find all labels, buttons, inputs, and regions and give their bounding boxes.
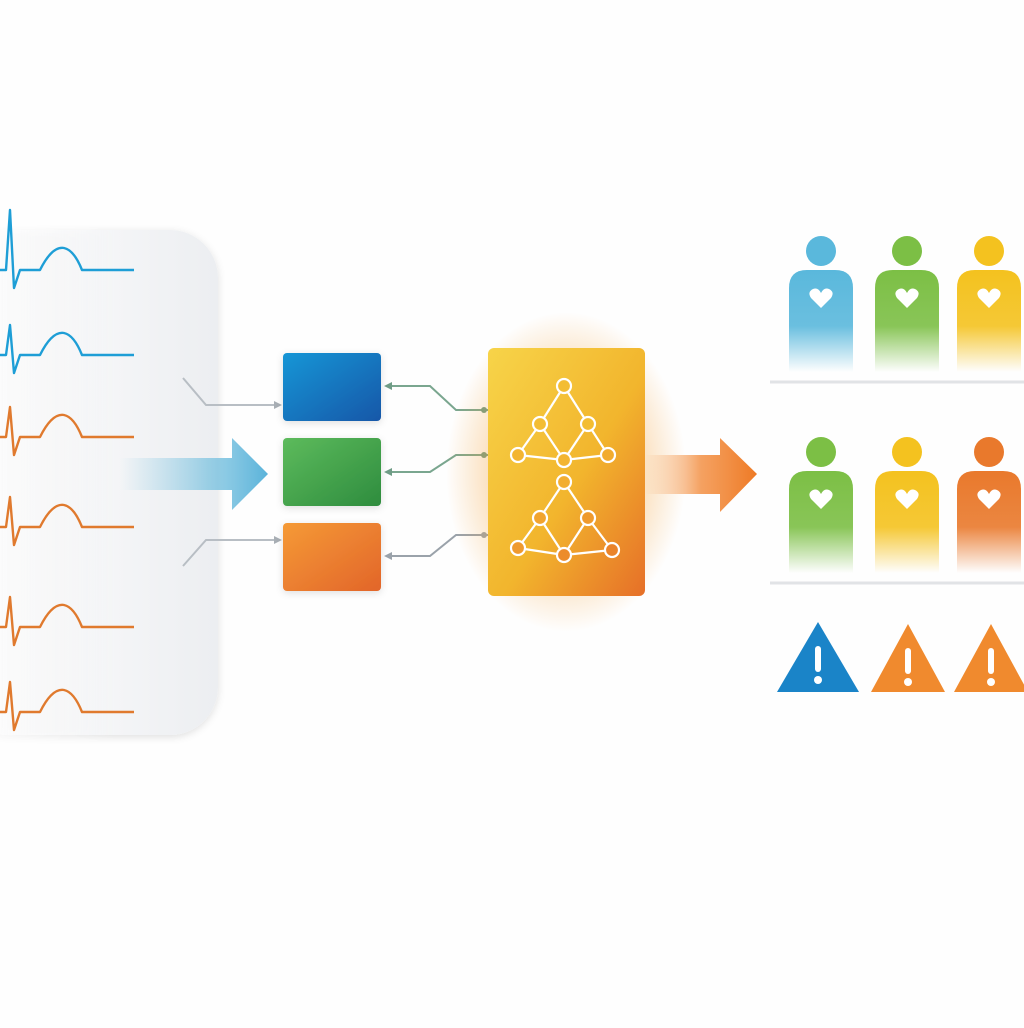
feature-block-2 xyxy=(283,438,381,506)
warning-icon xyxy=(777,622,859,692)
ecg-signals xyxy=(0,208,134,732)
heart-icon xyxy=(977,288,1001,308)
connector-p2-head xyxy=(384,468,392,476)
connector-p3-head xyxy=(384,552,392,560)
connector-3-head xyxy=(274,536,282,544)
heart-icon xyxy=(895,489,919,509)
patient-groups xyxy=(770,236,1024,585)
heart-icon xyxy=(895,288,919,308)
ecg-signal-3 xyxy=(0,405,134,457)
ecg-signal-1 xyxy=(0,208,134,290)
feature-block-1 xyxy=(283,353,381,421)
neural-network-icon xyxy=(509,377,621,564)
connector-to-block-3 xyxy=(182,539,278,567)
risk-alerts xyxy=(777,622,1024,692)
ecg-signal-5 xyxy=(0,595,134,647)
heart-icon xyxy=(809,288,833,308)
patient-figure-icon xyxy=(875,236,939,372)
patient-group-1 xyxy=(789,236,1021,372)
output-arrow xyxy=(645,438,757,512)
connector-p1-head xyxy=(384,382,392,390)
warning-icon xyxy=(954,624,1024,692)
patient-figure-icon xyxy=(789,437,853,573)
ecg-signal-4 xyxy=(0,495,134,547)
ecg-signal-2 xyxy=(0,323,134,375)
patient-figure-icon xyxy=(789,236,853,372)
input-arrow xyxy=(120,438,268,510)
connector-1-head xyxy=(274,401,282,409)
patient-figure-icon xyxy=(875,437,939,573)
feature-block-3 xyxy=(283,523,381,591)
warning-icon xyxy=(871,624,945,692)
patient-figure-icon xyxy=(957,437,1021,573)
patient-figure-icon xyxy=(957,236,1021,372)
patient-group-2 xyxy=(789,437,1021,573)
connector-to-block-1 xyxy=(182,377,278,406)
heart-icon xyxy=(809,489,833,509)
feature-blocks xyxy=(283,353,381,591)
heart-icon xyxy=(977,489,1001,509)
ecg-signal-6 xyxy=(0,680,134,732)
